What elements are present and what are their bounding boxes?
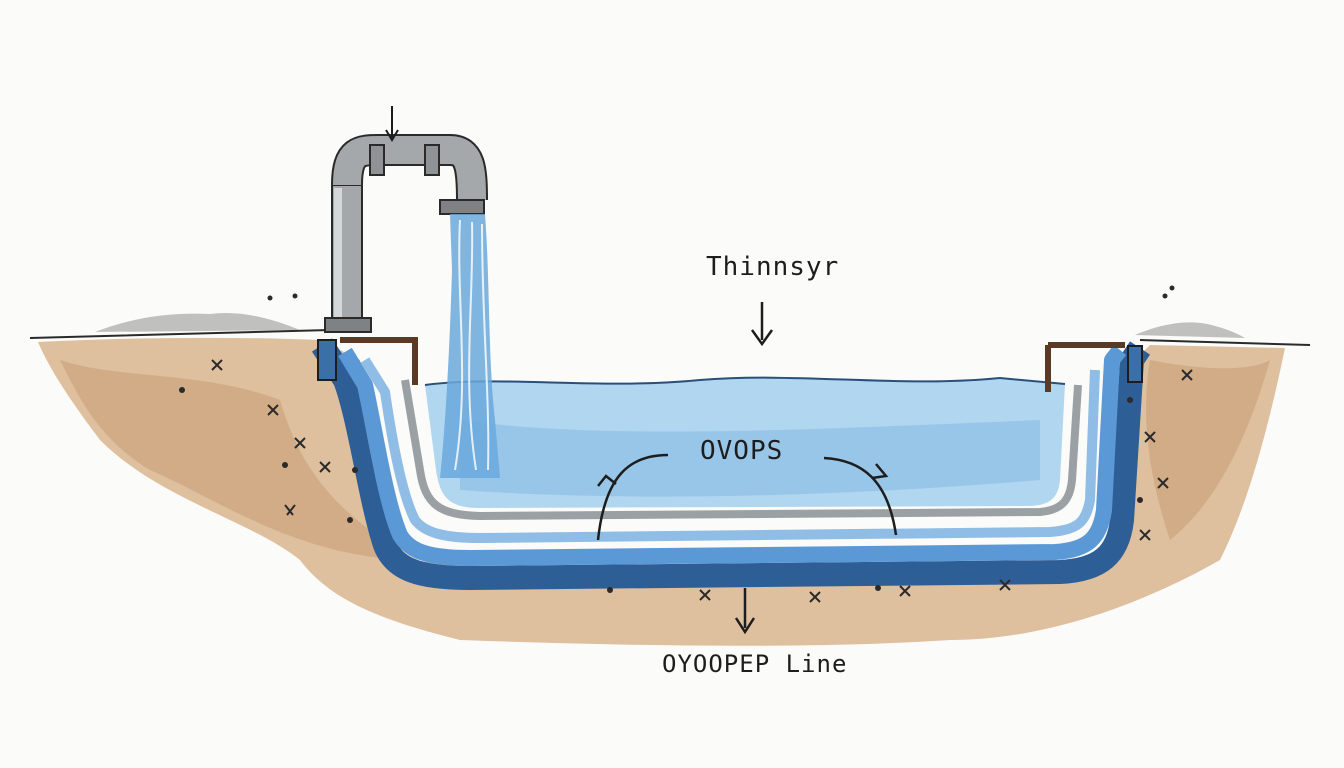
soil-dots	[179, 285, 1175, 593]
liner-grey-band	[401, 379, 1082, 520]
liner-inner	[360, 357, 1100, 543]
water-stream-lines	[454, 219, 490, 471]
label-middle: OVOPS	[700, 436, 784, 466]
arrow-icon-top	[750, 302, 774, 347]
label-bottom: OYOOPEP Line	[662, 650, 848, 678]
arrow-icon-pipe	[385, 106, 399, 142]
curved-arrow-icon-left	[596, 453, 669, 541]
ground-line	[29, 329, 1311, 346]
post-left	[317, 339, 337, 381]
faucet-pipe-icon	[324, 134, 488, 333]
soil-mound-right	[1135, 322, 1245, 338]
label-top: Thinnsyr	[706, 252, 840, 282]
arrow-icon-bottom	[734, 588, 756, 635]
curved-arrow-icon-right	[823, 456, 898, 536]
soil-mound-left	[95, 312, 300, 332]
soil-shade-right	[1146, 360, 1270, 540]
wall-left	[340, 337, 418, 385]
soil-shade	[60, 360, 420, 560]
liner-outer	[311, 338, 1150, 590]
post-right	[1127, 345, 1143, 383]
liner-mid	[338, 345, 1127, 566]
water-surface	[424, 376, 1066, 386]
water-body	[425, 377, 1065, 508]
wall-right	[1045, 342, 1125, 392]
soil-marks	[211, 359, 1193, 603]
